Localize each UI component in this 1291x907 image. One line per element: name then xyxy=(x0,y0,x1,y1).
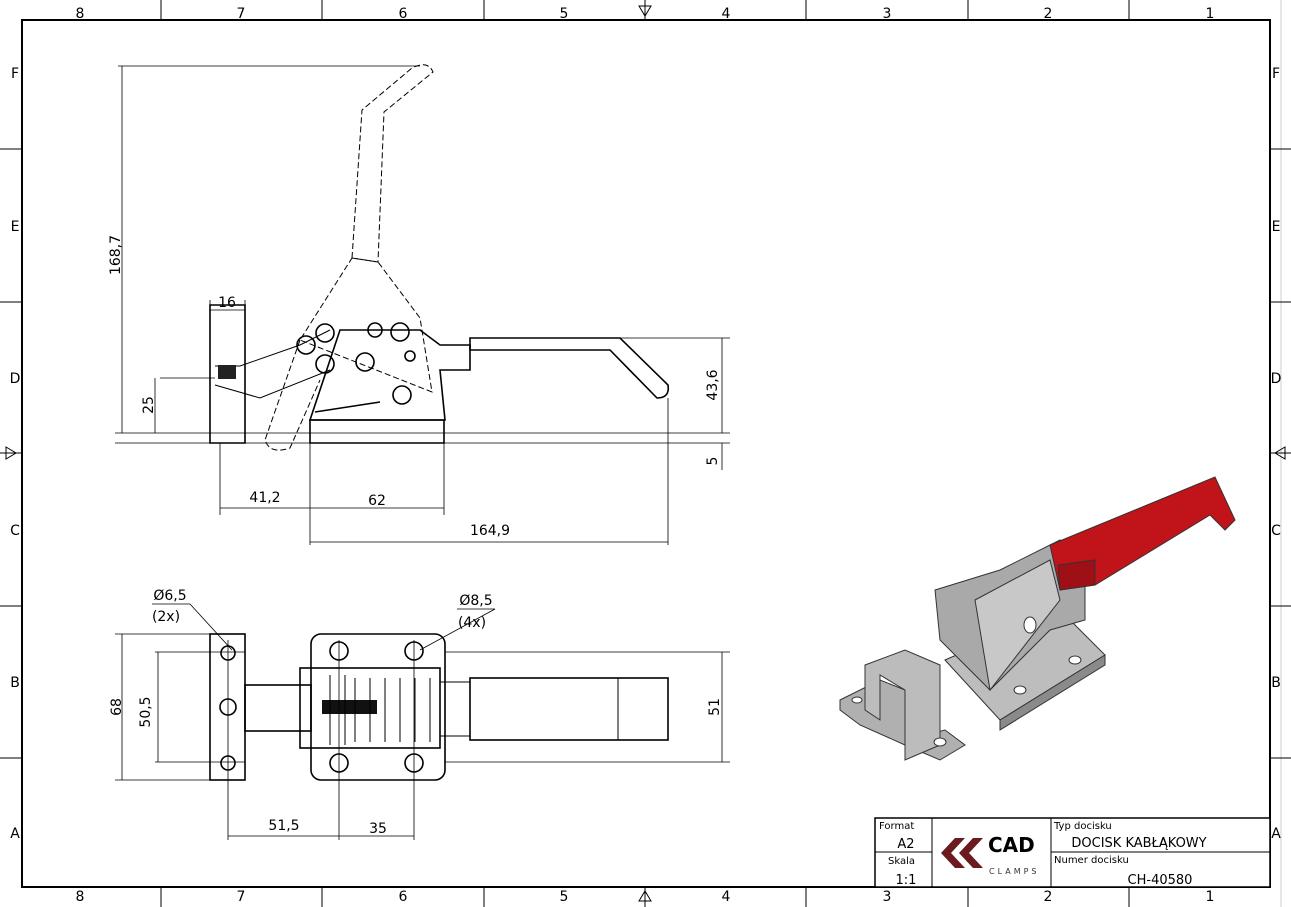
zone-labels-bottom: 8 7 6 5 4 3 2 1 xyxy=(76,889,1215,905)
spring-top xyxy=(322,700,377,714)
zone-col-2: 2 xyxy=(1044,889,1053,905)
zone-row-d: D xyxy=(10,371,21,387)
format-value: A2 xyxy=(897,837,914,852)
dim-62: 62 xyxy=(368,493,386,509)
bracket-top xyxy=(209,633,246,781)
format-label: Format xyxy=(879,821,914,832)
zone-col-4: 4 xyxy=(722,6,731,22)
number-value: CH-40580 xyxy=(1128,873,1193,888)
zone-col-8: 8 xyxy=(76,6,85,22)
scale-label: Skala xyxy=(888,856,915,867)
handle-top xyxy=(469,677,669,741)
top-dimension-lines xyxy=(115,603,730,840)
zone-col-3: 3 xyxy=(883,6,892,22)
zone-col-8: 8 xyxy=(76,889,85,905)
link-arm xyxy=(215,329,331,367)
hole-large-diameter: Ø8,5 xyxy=(459,593,492,609)
zone-col-7: 7 xyxy=(237,889,246,905)
zone-col-6: 6 xyxy=(399,6,408,22)
zone-col-1: 1 xyxy=(1206,6,1215,22)
logo-sub: CLAMPS xyxy=(989,867,1040,876)
dim-168-7: 168,7 xyxy=(108,235,124,275)
mounting-holes xyxy=(219,641,424,773)
cad-clamps-logo: CAD CLAMPS xyxy=(941,833,1040,876)
top-view: Ø6,5 (2x) Ø8,5 (4x) 68 50,5 51 51,5 35 xyxy=(109,588,730,840)
zone-row-f: F xyxy=(1272,66,1280,82)
dim-51: 51 xyxy=(707,698,723,716)
handle-closed xyxy=(469,337,670,399)
bracket-thread xyxy=(218,365,236,379)
dim-25: 25 xyxy=(141,396,157,414)
zone-row-a: A xyxy=(10,826,20,842)
zone-row-c: C xyxy=(10,523,20,539)
body-top xyxy=(299,667,441,749)
dim-164-9: 164,9 xyxy=(470,523,510,539)
hole-small-diameter: Ø6,5 xyxy=(153,588,186,604)
dim-16: 16 xyxy=(218,295,236,311)
link-arm-lower xyxy=(214,369,331,399)
drawing-frame xyxy=(21,19,1271,888)
scale-value: 1:1 xyxy=(896,873,917,888)
type-label: Typ docisku xyxy=(1053,821,1112,832)
zone-row-e: E xyxy=(11,219,20,235)
dim-51-5: 51,5 xyxy=(268,818,299,834)
body-detail xyxy=(329,675,431,745)
zone-col-2: 2 xyxy=(1044,6,1053,22)
dim-5: 5 xyxy=(705,457,721,466)
zone-col-7: 7 xyxy=(237,6,246,22)
dim-35: 35 xyxy=(369,821,387,837)
title-block: Format A2 Skala 1:1 CAD CLAMPS Typ docis… xyxy=(874,817,1271,888)
body xyxy=(308,329,471,421)
zone-row-b: B xyxy=(1271,675,1281,691)
base-plate xyxy=(309,419,445,444)
zone-row-c: C xyxy=(1271,523,1281,539)
hole-small-count: (2x) xyxy=(152,609,180,625)
dim-41-2: 41,2 xyxy=(249,490,280,506)
hook-dashed xyxy=(264,339,321,451)
zone-col-5: 5 xyxy=(560,889,569,905)
zone-col-1: 1 xyxy=(1206,889,1215,905)
zone-row-a: A xyxy=(1271,826,1281,842)
iso-holes xyxy=(851,616,1082,747)
zone-col-5: 5 xyxy=(560,6,569,22)
zone-labels-left: F E D C B A xyxy=(10,66,21,842)
zone-row-f: F xyxy=(11,66,19,82)
dim-50-5: 50,5 xyxy=(138,696,154,727)
zone-col-4: 4 xyxy=(722,889,731,905)
dim-43-6: 43,6 xyxy=(705,369,721,400)
pivot-pins xyxy=(296,322,416,405)
type-value: DOCISK KABŁĄKOWY xyxy=(1071,836,1206,851)
hole-large-count: (4x) xyxy=(458,615,486,631)
side-dimension-lines xyxy=(115,65,730,545)
iso-bracket xyxy=(839,679,966,761)
zone-row-b: B xyxy=(10,675,20,691)
zone-row-d: D xyxy=(1271,371,1282,387)
zone-labels-top: 8 7 6 5 4 3 2 1 xyxy=(76,6,1215,22)
side-view: 168,7 16 25 41,2 62 164,9 43,6 5 xyxy=(108,64,730,545)
zone-col-6: 6 xyxy=(399,889,408,905)
spring xyxy=(314,401,381,413)
zone-labels-right: F E D C B A xyxy=(1271,66,1282,842)
zone-row-e: E xyxy=(1272,219,1281,235)
logo-main: CAD xyxy=(988,833,1035,857)
number-label: Numer docisku xyxy=(1054,855,1129,866)
dim-68: 68 xyxy=(109,698,125,716)
handle-detail xyxy=(440,678,619,740)
isometric-view xyxy=(839,476,1236,761)
link-top xyxy=(244,684,312,732)
body-dashed xyxy=(299,257,433,393)
zone-col-3: 3 xyxy=(883,889,892,905)
handle-open-dashed xyxy=(351,64,434,263)
